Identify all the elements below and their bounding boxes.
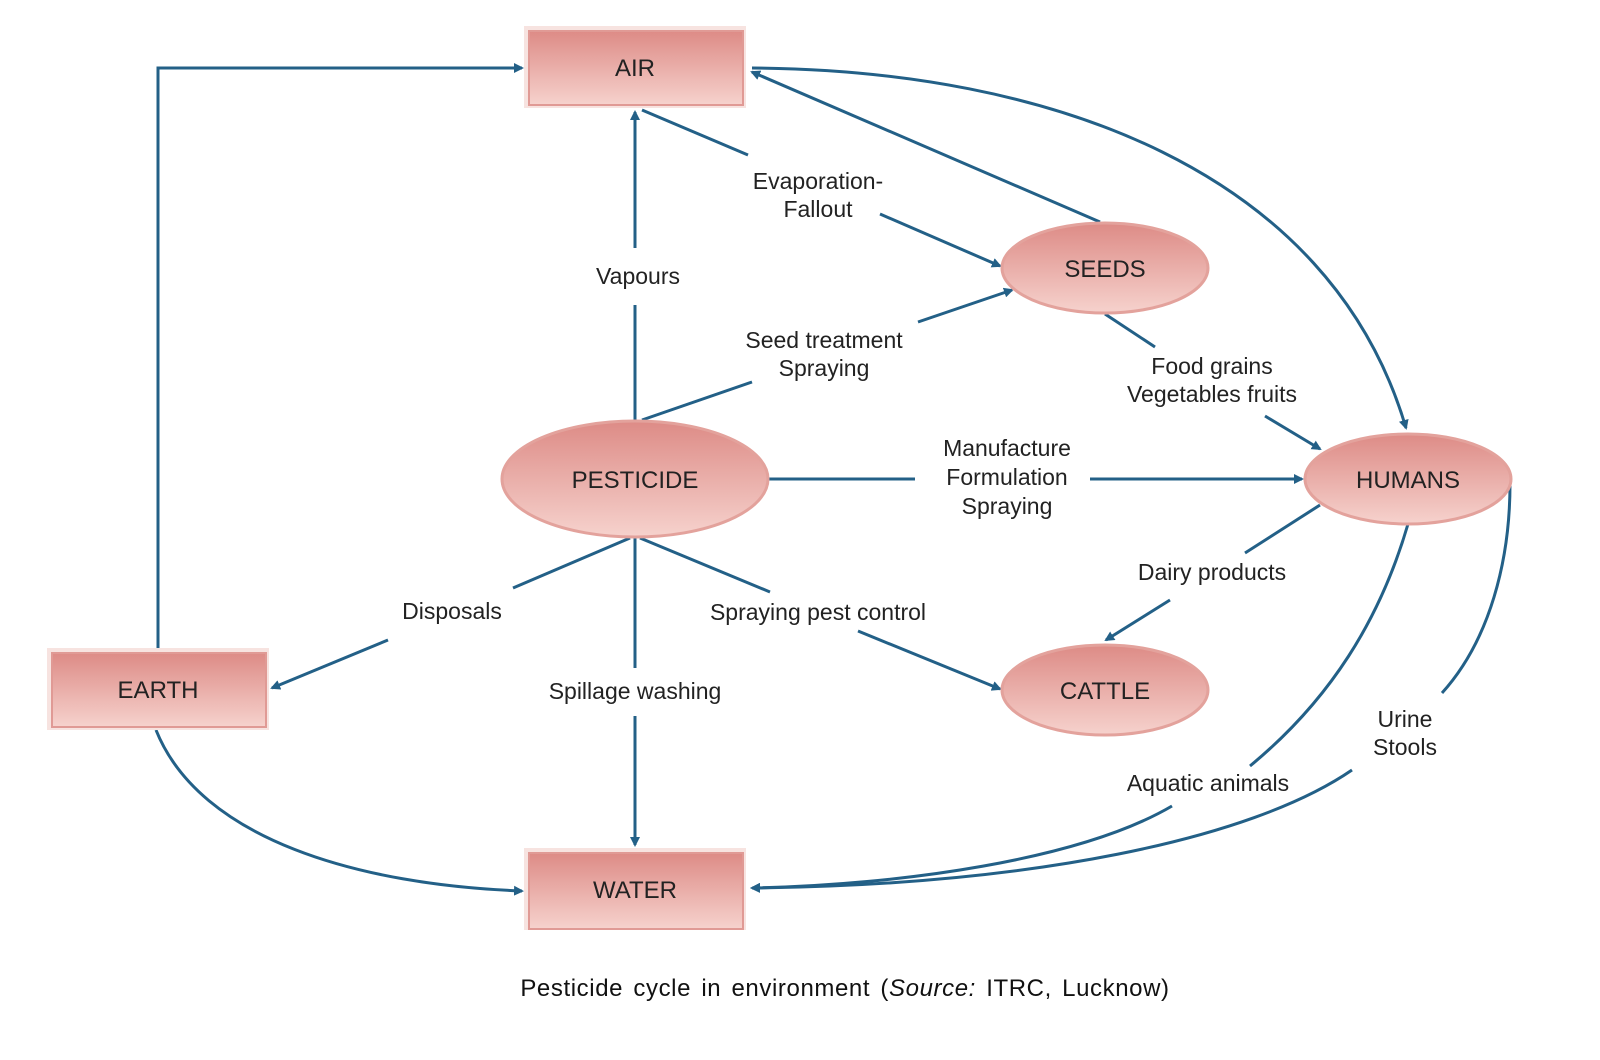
caption-suffix: ITRC, Lucknow) <box>975 975 1170 1002</box>
edge-label-vegetables-fruits: Vegetables fruits <box>1127 381 1297 407</box>
node-earth-label: EARTH <box>118 677 199 704</box>
node-cattle-label: CATTLE <box>1060 678 1150 705</box>
edge-air-humans <box>751 66 1409 430</box>
node-air: AIR <box>524 26 746 108</box>
node-seeds-label: SEEDS <box>1064 256 1145 283</box>
edge-label-spillage-washing: Spillage washing <box>549 678 722 704</box>
caption-source-label: Source: <box>889 975 976 1002</box>
edge-label-food-grains: Food grains <box>1151 353 1272 379</box>
node-pesticide: PESTICIDE <box>500 419 770 539</box>
edge-humans-water-urine-lower <box>750 768 1353 893</box>
edge-label-formulation: Formulation <box>946 464 1067 490</box>
edge-earth-air <box>156 63 524 650</box>
edge-air-seeds-lower <box>879 212 1002 268</box>
edge-label-vapours: Vapours <box>596 263 680 289</box>
node-humans: HUMANS <box>1303 432 1513 526</box>
edge-label-spraying: Spraying <box>962 493 1053 519</box>
edge-earth-water <box>154 729 524 896</box>
node-cattle: CATTLE <box>1000 643 1210 737</box>
edge-seeds-humans-upper <box>1104 312 1156 349</box>
figure-caption: Pesticide cycle in environment (Source: … <box>0 975 1600 1003</box>
edge-humans-water-urine-upper <box>1440 483 1512 695</box>
edge-pesticide-seeds-lower <box>641 380 753 422</box>
caption-prefix: Pesticide cycle in environment ( <box>520 975 890 1002</box>
edge-label-spraying-pest-control: Spraying pest control <box>710 599 926 625</box>
edge-pesticide-seeds-upper <box>917 287 1014 324</box>
edge-label-evaporation: Evaporation- <box>753 168 883 194</box>
edge-label-seed-treatment: Seed treatment <box>745 327 903 353</box>
edge-pesticide-earth-lower <box>270 638 389 690</box>
edge-seeds-air <box>750 70 1101 224</box>
edge-pesticide-earth-upper <box>512 536 631 590</box>
node-air-label: AIR <box>615 55 655 82</box>
edge-air-seeds-upper <box>641 108 749 157</box>
edge-label-disposals: Disposals <box>402 598 502 624</box>
edge-pesticide-cattle-lower <box>857 629 1002 691</box>
edge-pesticide-cattle-upper <box>639 536 771 594</box>
edge-label-urine: Urine <box>1378 706 1433 732</box>
edge-humans-cattle-lower <box>1104 598 1171 642</box>
edge-label-seed-spraying: Spraying <box>779 355 870 381</box>
edge-humans-cattle-upper <box>1244 503 1321 555</box>
edge-label-manufacture: Manufacture <box>943 435 1071 461</box>
node-earth: EARTH <box>47 648 269 730</box>
edge-seeds-humans-lower <box>1264 414 1322 451</box>
node-water-label: WATER <box>593 877 677 904</box>
edge-label-aquatic-animals: Aquatic animals <box>1127 770 1289 796</box>
node-seeds: SEEDS <box>1000 221 1210 315</box>
edge-label-dairy-products: Dairy products <box>1138 559 1286 585</box>
node-pesticide-label: PESTICIDE <box>572 467 699 494</box>
edge-humans-water-aquatic-upper <box>1249 523 1410 768</box>
edge-label-fallout: Fallout <box>783 196 853 222</box>
node-water: WATER <box>524 848 746 930</box>
node-humans-label: HUMANS <box>1356 467 1460 494</box>
edge-label-stools: Stools <box>1373 734 1437 760</box>
